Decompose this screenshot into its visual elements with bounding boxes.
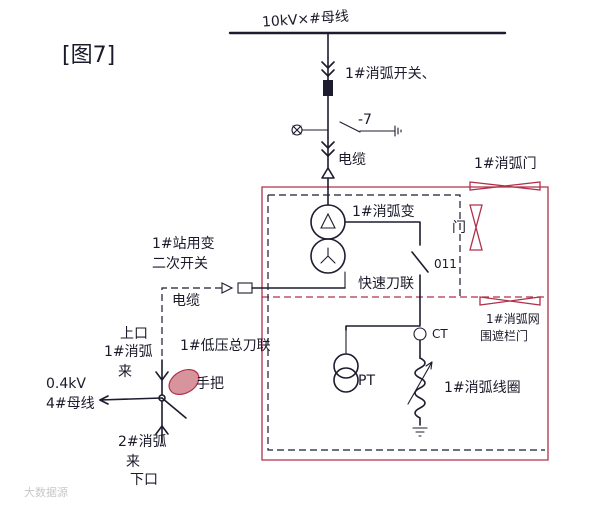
upper-source-2: 1#消弧 [104, 344, 153, 360]
bus-04kv-line2: 4#母线 [46, 396, 95, 412]
handle-label: 手把 [196, 376, 224, 392]
upper-source-3: 来 [118, 364, 132, 380]
fence-gate-icon [479, 296, 541, 306]
inner-dashed-frame [267, 194, 545, 451]
ground-switch-blade [339, 121, 361, 133]
switch-suffix: -7 [358, 112, 372, 128]
ct-label: CT [432, 327, 448, 341]
wye-symbol [320, 247, 336, 264]
door-hinge-icon [469, 181, 541, 191]
delta-symbol [320, 212, 336, 229]
ct-icon [413, 327, 427, 341]
busbar-10kv-label: 10kV×#母线 [262, 9, 350, 31]
lower-source-1: 2#消弧 [118, 434, 167, 450]
pt-lead [345, 325, 421, 331]
figure-title: [图7] [62, 43, 115, 68]
arc-switch-label: 1#消弧开关、 [345, 66, 436, 82]
arc-coil-label: 1#消弧线圈 [444, 380, 521, 396]
pt-winding-upper [333, 353, 359, 379]
station-switch-label-1: 1#站用变 [152, 236, 215, 252]
secondary-switch-icon [237, 282, 253, 294]
bus-04kv-arrow [99, 395, 109, 405]
gate-label: 门 [452, 220, 466, 236]
lower-source-2: 来 [126, 454, 140, 470]
watermark: 大数据源 [24, 485, 68, 499]
fast-disconnect-blade [411, 251, 429, 273]
handle-grip-icon [168, 368, 200, 396]
ground-symbol-icon [394, 125, 402, 137]
arc-coil-icon [414, 357, 426, 426]
transformer-winding-secondary [310, 238, 346, 274]
neutral-conductor [344, 221, 421, 246]
coil-ground-icon [412, 427, 428, 437]
disconnect-code: 011 [434, 257, 457, 271]
fence-label-line2: 围遮栏门 [480, 328, 528, 343]
disconnect-chevron-upper [321, 61, 335, 77]
transformer-winding-primary [310, 204, 346, 240]
low-voltage-link-label: 1#低压总刀联 [180, 338, 271, 354]
cable-left-label: 电缆 [172, 293, 200, 309]
pt-label: PT [358, 373, 375, 389]
left-cable-run [161, 287, 222, 360]
arc-transformer-label: 1#消弧变 [352, 204, 415, 220]
station-switch-label-2: 二次开关 [152, 256, 208, 272]
lower-arrow [155, 425, 169, 435]
disconnect-chevron-lower [321, 141, 335, 157]
secondary-arrow-icon [221, 282, 234, 294]
bus-04kv-line1: 0.4kV [46, 376, 86, 392]
coil-adjust-arrow [407, 361, 433, 405]
enclosure-boundary [261, 186, 549, 461]
cable-top-label: 电缆 [338, 152, 366, 168]
lower-source-3: 下口 [130, 472, 158, 488]
cable-arrow-icon [321, 167, 335, 179]
breaker-symbol [323, 80, 333, 96]
switch-arrow-down [155, 359, 169, 381]
switch-blade-right [161, 397, 187, 419]
switch-blade-left [99, 397, 163, 401]
door-label: 1#消弧门 [474, 156, 537, 172]
fast-disconnect-label: 快速刀联 [358, 276, 414, 292]
coil-arrowhead [425, 361, 433, 370]
fence-label-line1: 1#消弧网 [486, 312, 540, 326]
lamp-cross [292, 125, 302, 135]
pt-winding-lower [333, 367, 359, 393]
gate-symbol-icon [469, 204, 483, 251]
upper-source-1: 上口 [120, 326, 148, 342]
